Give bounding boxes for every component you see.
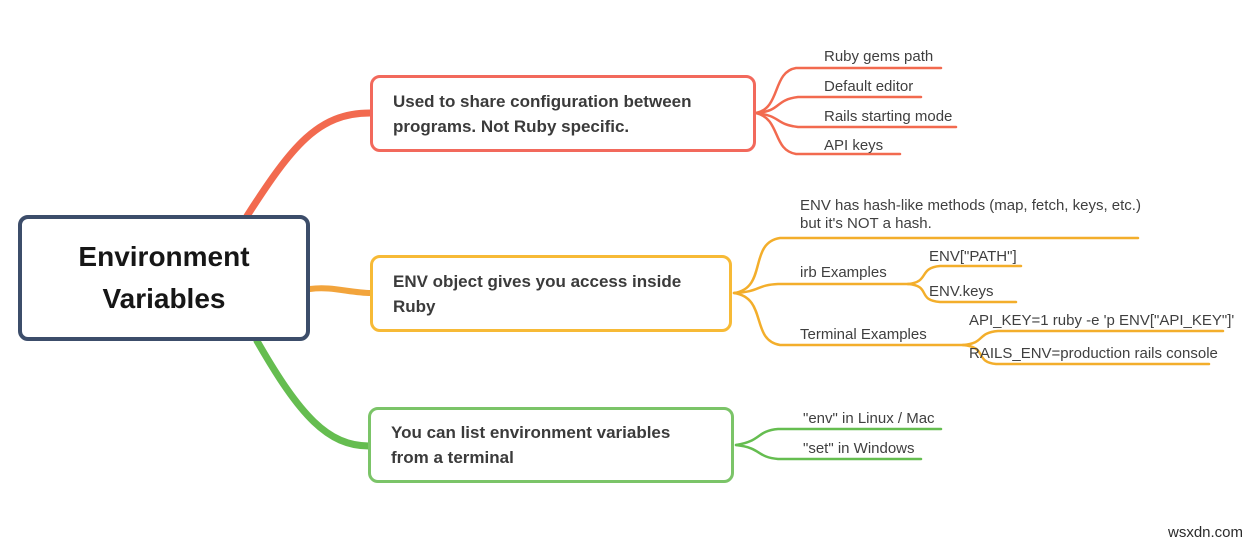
- edge-rails-env-command: [961, 343, 1211, 366]
- node-list-env-vars-label: You can list environment variables from …: [391, 423, 671, 467]
- edge-env-keys: [906, 282, 1018, 304]
- edge-root-to-list-env: [253, 337, 373, 450]
- edge-hash-like-methods: [732, 236, 1140, 295]
- leaf-env-keys[interactable]: ENV.keys: [929, 283, 994, 300]
- leaf-api-key-command[interactable]: API_KEY=1 ruby -e 'p ENV["API_KEY"]': [969, 312, 1235, 329]
- node-config-sharing[interactable]: Used to share configuration between prog…: [370, 75, 756, 152]
- leaf-ruby-gems-path[interactable]: Ruby gems path: [824, 48, 934, 65]
- edge-default-editor: [754, 95, 923, 115]
- leaf-rails-env-command[interactable]: RAILS_ENV=production rails console: [969, 345, 1218, 362]
- node-config-sharing-label: Used to share configuration between prog…: [393, 91, 692, 136]
- edge-root-to-env-object: [307, 285, 374, 296]
- node-list-env-vars[interactable]: You can list environment variables from …: [368, 407, 734, 483]
- leaf-env-path[interactable]: ENV["PATH"]: [929, 248, 1017, 265]
- edge-api-keys: [754, 111, 902, 156]
- node-environment-variables[interactable]: Environment Variables: [18, 215, 310, 341]
- leaf-env-linux-mac[interactable]: "env" in Linux / Mac: [803, 410, 935, 427]
- leaf-rails-starting-mode[interactable]: Rails starting mode: [824, 108, 953, 125]
- watermark: wsxdn.com: [1168, 524, 1242, 541]
- leaf-set-windows[interactable]: "set" in Windows: [803, 440, 915, 457]
- edge-env-linux-mac: [734, 427, 943, 447]
- edge-ruby-gems-path: [754, 66, 943, 115]
- edge-irb-examples: [732, 282, 910, 295]
- node-env-object-label: ENV object gives you access inside Ruby: [393, 271, 682, 316]
- leaf-api-keys[interactable]: API keys: [824, 137, 884, 154]
- leaf-hash-like-methods[interactable]: ENV has hash-like methods (map, fetch, k…: [800, 197, 1141, 232]
- edge-api-key-command: [961, 329, 1225, 347]
- edge-root-to-config: [243, 109, 374, 220]
- leaf-irb-examples[interactable]: irb Examples: [800, 264, 887, 281]
- edge-terminal-examples: [732, 291, 965, 347]
- leaf-terminal-examples[interactable]: Terminal Examples: [800, 326, 927, 343]
- edge-set-windows: [734, 443, 923, 461]
- root-title: Environment Variables: [78, 241, 250, 314]
- edge-env-path: [906, 264, 1023, 286]
- edge-rails-starting-mode: [754, 111, 958, 129]
- node-env-object[interactable]: ENV object gives you access inside Ruby: [370, 255, 732, 332]
- leaf-default-editor[interactable]: Default editor: [824, 78, 914, 95]
